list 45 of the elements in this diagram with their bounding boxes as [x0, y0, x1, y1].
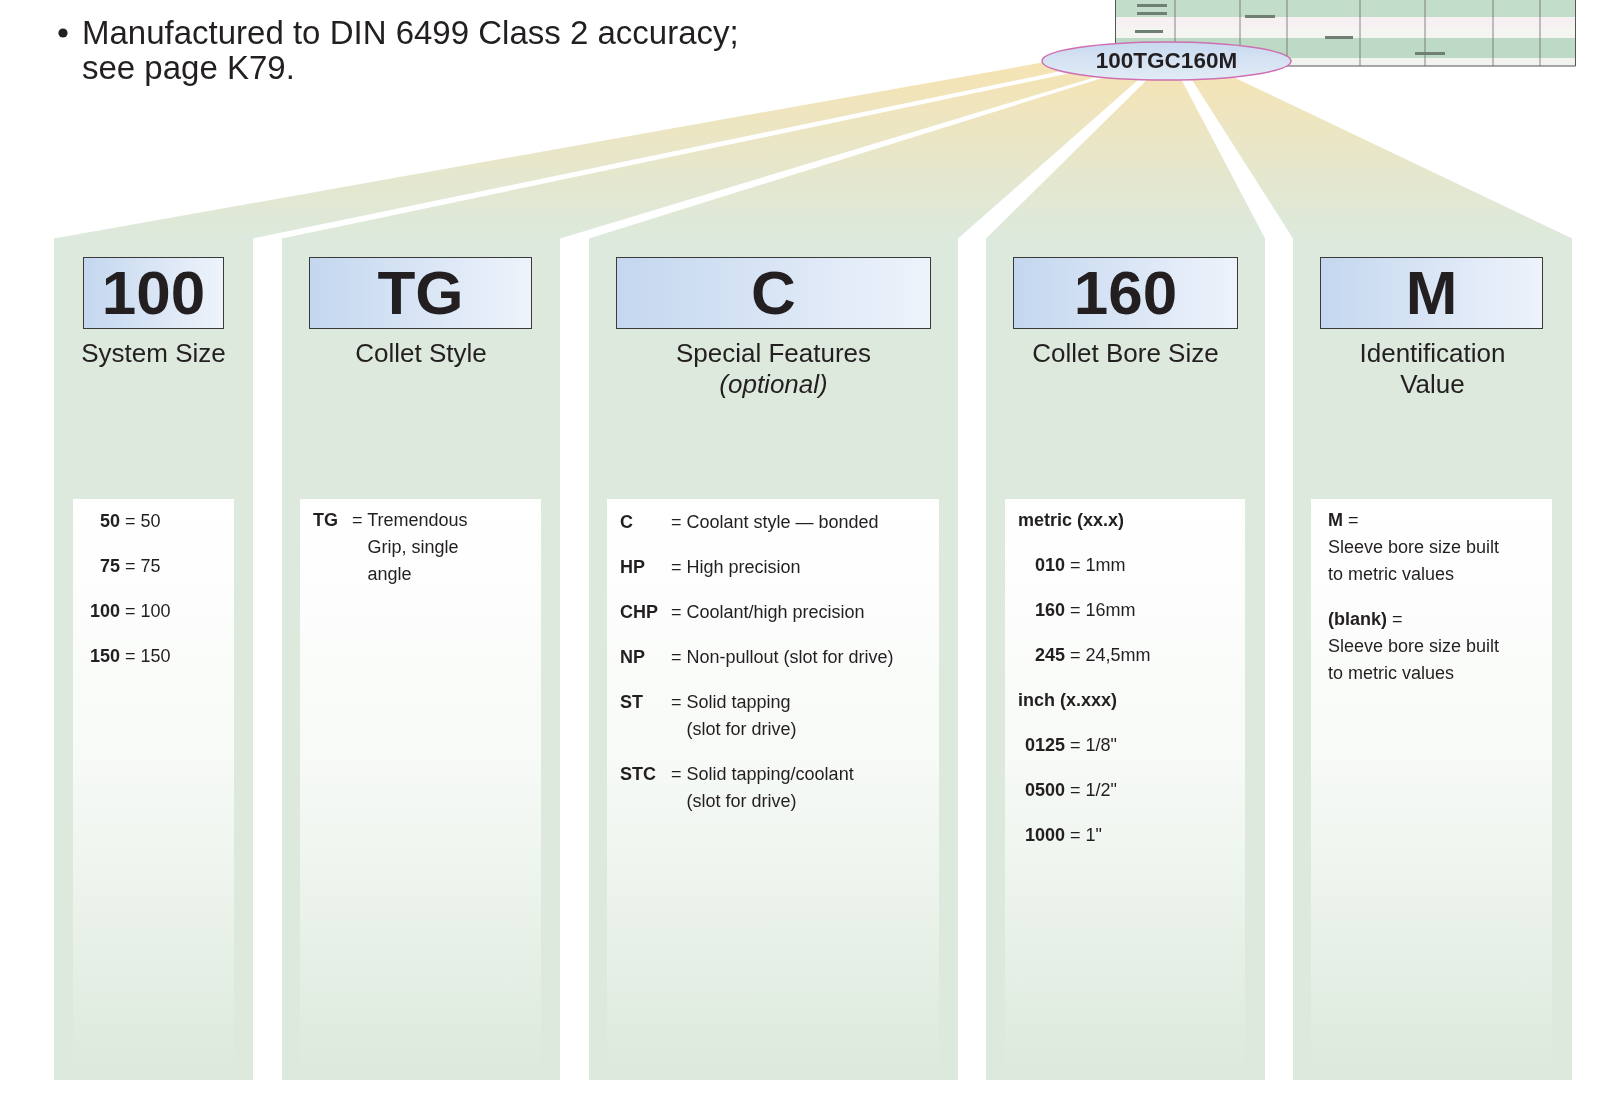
code-box — [616, 257, 931, 329]
column-band — [986, 238, 1265, 1080]
definition-text: NP = Non-pullout (slot for drive) — [620, 646, 895, 669]
definition-text: 100 = 100 — [88, 600, 172, 623]
definition-text: HP = High precision — [620, 556, 802, 579]
note-text: Manufactured to DIN 6499 Class 2 accuracy; see page K79. — [82, 15, 740, 85]
section-heading: inch (x.xxx) — [1018, 689, 1119, 712]
definition-text: ST = Solid tapping (slot for drive) — [620, 691, 798, 741]
code-box — [309, 257, 532, 329]
definition-text: 010 = 1mm — [1033, 554, 1127, 577]
definition-text: 1000 = 1" — [1023, 824, 1103, 847]
definition-text: (blank) = — [1328, 608, 1404, 631]
code-text: M — [1405, 261, 1458, 325]
definition-text: 0500 = 1/2" — [1023, 779, 1118, 802]
code-box — [83, 257, 224, 329]
column-band — [1293, 238, 1572, 1080]
code-text: 100 — [101, 261, 206, 325]
code-text: 160 — [1073, 261, 1178, 325]
part-number-text: 100TGC160M — [1095, 48, 1238, 74]
code-text: C — [751, 261, 796, 325]
definition-text: CHP = Coolant/high precision — [620, 601, 866, 624]
definition-text: Sleeve bore size built to metric values — [1328, 635, 1501, 685]
code-text: TG — [377, 261, 464, 325]
definition-text: M = — [1328, 509, 1360, 532]
column-caption: Special Features (optional) — [674, 338, 873, 400]
definition-text: C = Coolant style — bonded — [620, 511, 880, 534]
definition-text: 160 = 16mm — [1033, 599, 1137, 622]
definition-text: 0125 = 1/8" — [1023, 734, 1118, 757]
definition-text: 75 = 75 — [98, 555, 162, 578]
column-caption: Collet Style — [354, 338, 488, 369]
column-band — [589, 238, 958, 1080]
definition-text: 150 = 150 — [88, 645, 172, 668]
definition-text: TG = Tremendous Grip, single angle — [313, 509, 469, 586]
column-caption: Collet Bore Size — [1031, 338, 1220, 369]
code-box — [1013, 257, 1238, 329]
column-caption: System Size — [80, 338, 227, 369]
definition-text: STC = Solid tapping/coolant (slot for drive) — [620, 763, 855, 813]
column-band — [282, 238, 560, 1080]
code-box — [1320, 257, 1543, 329]
column-caption: Identification Value — [1358, 338, 1507, 400]
column-band — [54, 238, 253, 1080]
definition-text: 245 = 24,5mm — [1033, 644, 1152, 667]
definition-text: 50 = 50 — [98, 510, 162, 533]
definition-text: Sleeve bore size built to metric values — [1328, 536, 1501, 586]
section-heading: metric (xx.x) — [1018, 509, 1126, 532]
